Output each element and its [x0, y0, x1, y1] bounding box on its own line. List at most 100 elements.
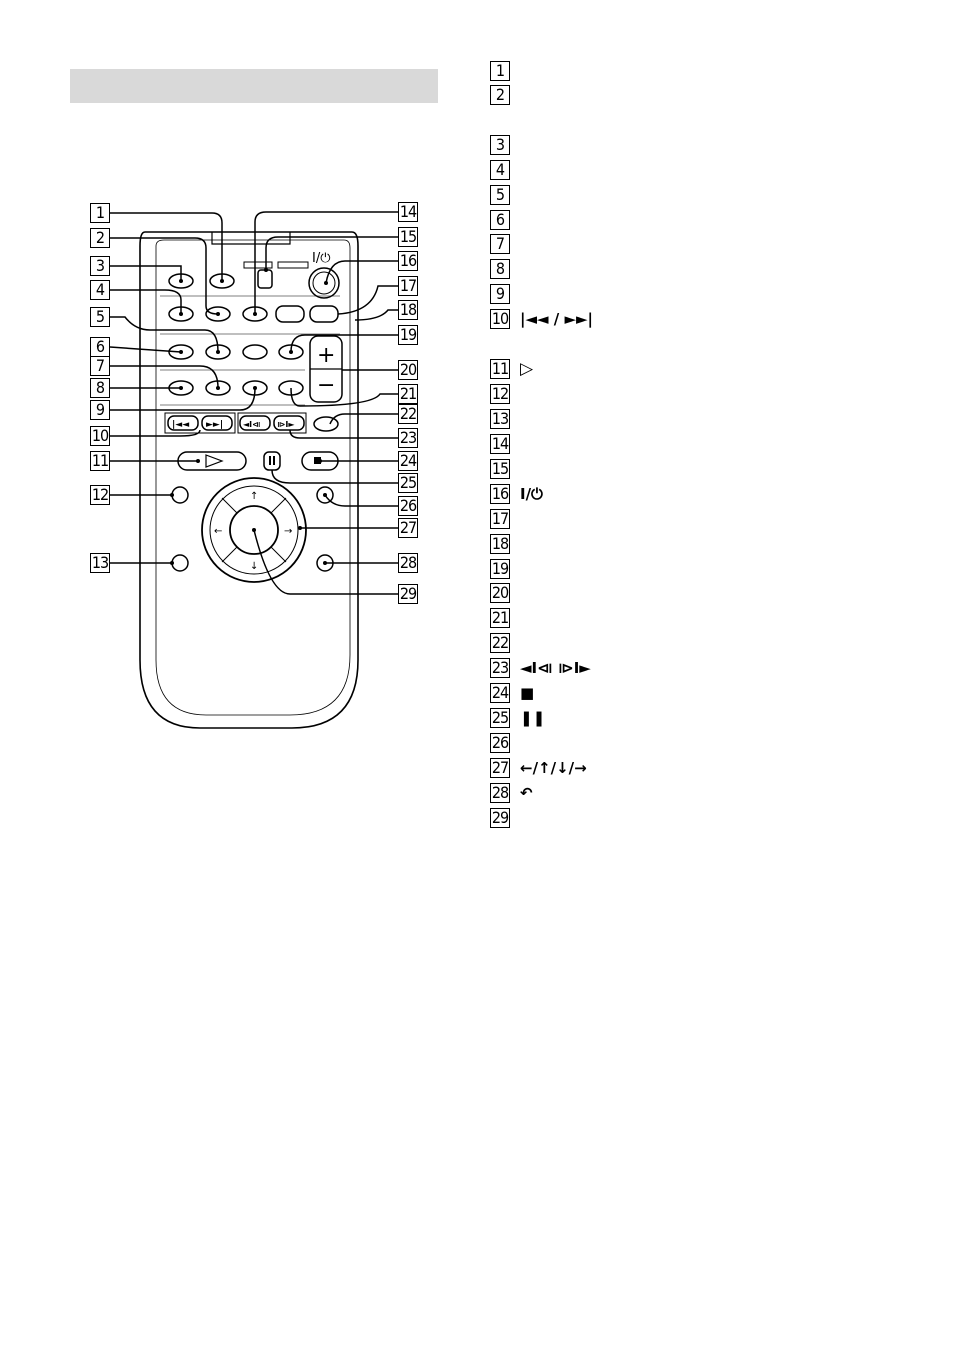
legend-row-4: 4 — [490, 159, 520, 181]
legend-row-29: 29 — [490, 807, 520, 829]
legend-num: 6 — [490, 210, 510, 230]
diagram-label-6: 6 — [90, 337, 110, 357]
enter-button[interactable] — [229, 505, 279, 555]
legend-num: 17 — [490, 509, 510, 529]
legend-num: 12 — [490, 384, 510, 404]
diagram-label-19: 19 — [398, 325, 418, 345]
diagram-label-17: 17 — [398, 276, 418, 296]
legend-row-19: 19 — [490, 558, 520, 580]
svg-text:→: → — [284, 526, 292, 537]
diagram-label-24: 24 — [398, 451, 418, 471]
legend-symbol: ◄I⧏ ⧐I► — [520, 659, 591, 677]
legend-num: 7 — [490, 234, 510, 254]
legend-num: 11 — [490, 359, 510, 379]
power-button[interactable] — [308, 267, 340, 299]
section-header-bar — [70, 69, 438, 103]
legend-row-7: 7 — [490, 233, 520, 255]
prev-button[interactable] — [167, 415, 199, 431]
legend-num: 14 — [490, 434, 510, 454]
legend-row-28: 28↶ — [490, 782, 533, 804]
diagram-label-12: 12 — [90, 485, 110, 505]
diagram-label-18: 18 — [398, 300, 418, 320]
slow-group — [237, 412, 307, 434]
legend-symbol: I/⏻ — [520, 485, 543, 503]
slow-back-button[interactable] — [239, 415, 271, 431]
diagram-label-28: 28 — [398, 553, 418, 573]
legend-row-13: 13 — [490, 408, 520, 430]
diagram-label-25: 25 — [398, 473, 418, 493]
diagram-label-5: 5 — [90, 307, 110, 327]
legend-num: 5 — [490, 185, 510, 205]
legend-row-8: 8 — [490, 258, 520, 280]
legend-row-2: 2 — [490, 84, 520, 106]
legend-row-17: 17 — [490, 508, 520, 530]
legend-symbol: ↶ — [520, 784, 533, 802]
legend-symbol: ■ — [520, 684, 535, 702]
legend-row-26: 26 — [490, 732, 520, 754]
button-12[interactable] — [171, 486, 189, 504]
diagram-label-27: 27 — [398, 518, 418, 538]
remote-top-notch — [211, 232, 291, 245]
diagram-label-7: 7 — [90, 356, 110, 376]
open-close-button[interactable] — [257, 269, 273, 289]
slow-forward-button[interactable] — [273, 415, 305, 431]
next-button[interactable] — [201, 415, 233, 431]
svg-text:►►|: ►►| — [206, 420, 223, 430]
svg-text:⧐I►: ⧐I► — [277, 420, 295, 429]
button-13[interactable] — [171, 554, 189, 572]
legend-row-20: 20 — [490, 582, 520, 604]
prev-next-group — [164, 412, 236, 434]
pause-button[interactable] — [263, 451, 281, 471]
diagram-label-20: 20 — [398, 360, 418, 380]
remote-inner-outline — [155, 239, 351, 716]
legend-num: 8 — [490, 259, 510, 279]
button-17[interactable] — [275, 305, 305, 323]
legend-row-12: 12 — [490, 383, 520, 405]
button-5b[interactable] — [242, 344, 268, 360]
legend-num: 19 — [490, 559, 510, 579]
button-22[interactable] — [313, 416, 339, 432]
diagram-label-8: 8 — [90, 378, 110, 398]
legend-row-10: 10 |◄◄ / ►►| — [490, 308, 593, 330]
legend-row-23: 23◄I⧏ ⧐I► — [490, 657, 591, 679]
legend-num: 24 — [490, 683, 510, 703]
diagram-label-26: 26 — [398, 496, 418, 516]
diagram-label-11: 11 — [90, 451, 110, 471]
legend-num: 1 — [490, 61, 510, 81]
diagram-label-16: 16 — [398, 251, 418, 271]
legend-row-9: 9 — [490, 283, 520, 305]
diagram-label-1: 1 — [90, 203, 110, 223]
legend-num: 26 — [490, 733, 510, 753]
volume-minus-label: − — [317, 373, 335, 398]
diagram-label-13: 13 — [90, 553, 110, 573]
diagram-label-9: 9 — [90, 400, 110, 420]
button-26[interactable] — [316, 486, 334, 504]
button-6[interactable] — [168, 344, 194, 360]
legend-row-18: 18 — [490, 533, 520, 555]
legend-num: 3 — [490, 135, 510, 155]
diagram-label-23: 23 — [398, 428, 418, 448]
legend-num: 27 — [490, 758, 510, 778]
legend-row-6: 6 — [490, 209, 520, 231]
volume-plus-label: + — [317, 343, 335, 368]
legend-num: 13 — [490, 409, 510, 429]
legend-num: 9 — [490, 284, 510, 304]
legend-symbol: ❚❚ — [520, 709, 546, 727]
legend-symbol: ←/↑/↓/→ — [520, 759, 587, 777]
legend-row-21: 21 — [490, 607, 520, 629]
legend-row-25: 25❚❚ — [490, 707, 545, 729]
legend-num: 20 — [490, 583, 510, 603]
legend-num: 10 — [490, 309, 510, 329]
button-18[interactable] — [309, 305, 339, 323]
remote-body-outline — [139, 231, 359, 729]
top-label-box-a — [243, 261, 273, 269]
button-2[interactable] — [205, 306, 231, 322]
legend-symbol: |◄◄ / ►►| — [520, 310, 594, 328]
dpad-outer[interactable] — [201, 477, 307, 583]
svg-text:←: ← — [214, 526, 222, 537]
legend-row-24: 24 ■ — [490, 682, 534, 704]
legend-row-14: 14 — [490, 433, 520, 455]
legend-num: 4 — [490, 160, 510, 180]
dpad-ring — [209, 485, 299, 575]
